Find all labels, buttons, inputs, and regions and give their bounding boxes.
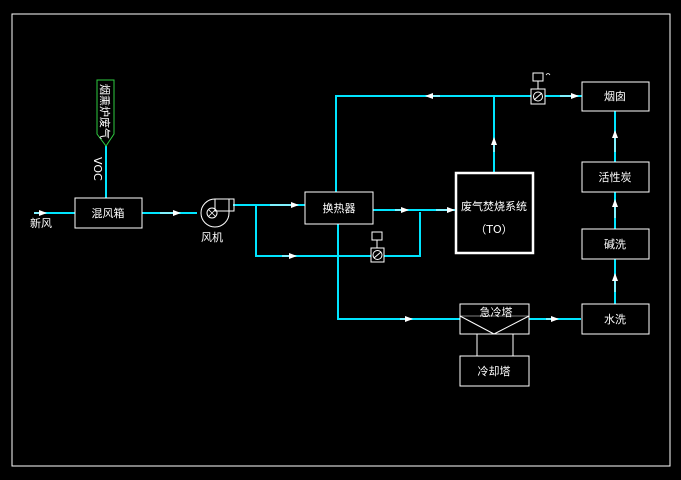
- top-valve-icon: [531, 73, 550, 104]
- water-wash-label: 水洗: [604, 313, 626, 326]
- rto-label-line2: （TO）: [475, 223, 512, 236]
- cooling-tower-label: 冷却塔: [478, 365, 511, 378]
- chimney-label: 烟囱: [604, 89, 626, 103]
- pipe-hx-to-quench: [338, 224, 460, 319]
- bypass-valve-icon: [371, 232, 384, 262]
- alkali-wash-label: 碱洗: [604, 238, 626, 251]
- fan-icon: [201, 199, 234, 227]
- quench-tower-label: 急冷塔: [480, 305, 513, 319]
- fan-label: 风机: [201, 230, 223, 244]
- rto-label-line1: 废气焚烧系统: [461, 199, 527, 213]
- voc-label: VOC: [91, 157, 104, 181]
- heat-exchanger-label: 换热器: [323, 201, 356, 215]
- source-label: 烟熏炉废气: [98, 84, 112, 139]
- mixing-box-label: 混风箱: [92, 206, 125, 220]
- drawing-frame: [12, 14, 670, 466]
- rto-box: [456, 173, 533, 253]
- fresh-air-label: 新风: [30, 216, 52, 230]
- pipe-top-line: [336, 96, 582, 192]
- activated-carbon-label: 活性炭: [599, 170, 632, 184]
